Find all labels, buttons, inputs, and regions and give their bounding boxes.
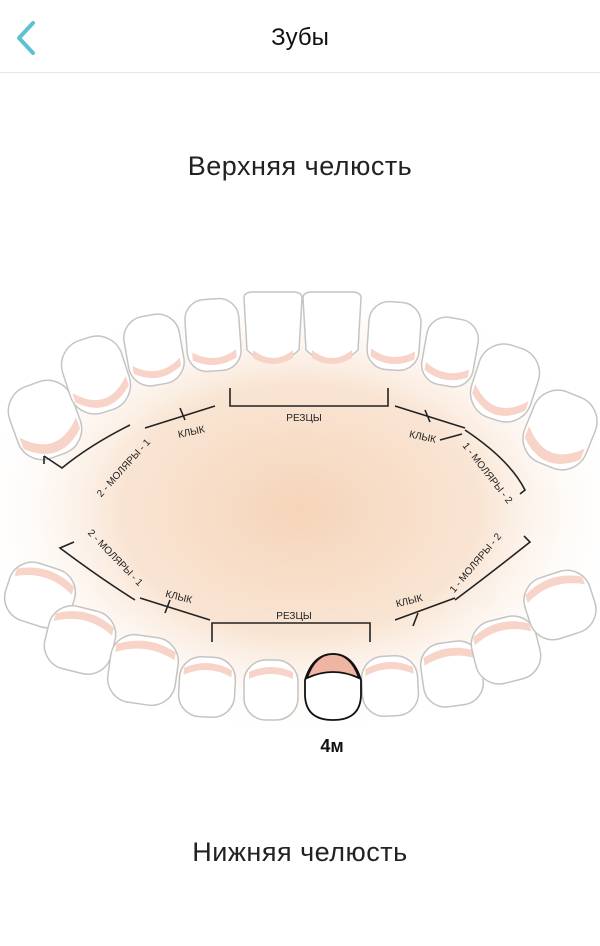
upper-tooth[interactable] — [120, 311, 187, 390]
lower-tooth[interactable] — [360, 654, 420, 718]
lower-incisors-label: РЕЗЦЫ — [276, 611, 312, 622]
upper-tooth[interactable] — [366, 300, 423, 372]
lower-tooth[interactable] — [39, 601, 120, 680]
selected-tooth-label: 4м — [320, 736, 343, 756]
upper-tooth[interactable] — [55, 329, 137, 420]
lower-tooth[interactable] — [418, 638, 486, 710]
upper-tooth[interactable] — [184, 297, 243, 373]
lower-brackets — [58, 535, 532, 642]
upper-tooth[interactable] — [1, 373, 89, 467]
top-bar: Зубы — [0, 0, 600, 73]
back-button[interactable] — [6, 18, 46, 58]
teeth-chart: РЕЗЦЫ КЛЫК КЛЫК 2 - МОЛЯРЫ - 1 1 - МОЛЯР… — [0, 230, 600, 790]
palate-glow — [0, 280, 600, 740]
upper-incisors-label: РЕЗЦЫ — [286, 413, 322, 424]
upper-tooth[interactable] — [302, 291, 362, 364]
upper-tooth[interactable] — [464, 337, 546, 428]
lower-teeth — [3, 561, 600, 721]
upper-tooth[interactable] — [243, 291, 303, 364]
lower-tooth[interactable] — [105, 632, 182, 709]
upper-tooth[interactable] — [418, 314, 481, 390]
lower-tooth[interactable] — [466, 611, 546, 689]
upper-brackets — [43, 388, 527, 495]
upper-tooth[interactable] — [515, 382, 600, 477]
teeth-diagram: РЕЗЦЫ КЛЫК КЛЫК 2 - МОЛЯРЫ - 1 1 - МОЛЯР… — [0, 280, 600, 756]
upper-jaw-title: Верхняя челюсть — [187, 151, 413, 181]
lower-tooth[interactable] — [177, 655, 237, 719]
page-title: Зубы — [271, 24, 329, 51]
lower-tooth[interactable] — [518, 564, 600, 646]
selected-tooth[interactable] — [304, 653, 362, 721]
chevron-left-icon — [17, 21, 35, 55]
lower-jaw-title: Нижняя челюсть — [192, 837, 408, 867]
upper-teeth — [1, 291, 600, 477]
lower-tooth[interactable] — [243, 659, 299, 721]
